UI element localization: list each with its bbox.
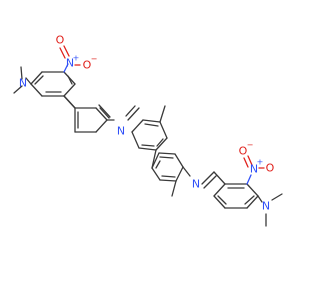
minus-charge: − xyxy=(247,141,254,150)
plus-charge: + xyxy=(73,54,80,63)
nitro-upper-left: N + O − O xyxy=(56,34,98,73)
imine-bond-lower: N xyxy=(182,166,217,191)
imine-bond-upper: N xyxy=(99,105,140,138)
n-atom-label: N xyxy=(19,77,27,90)
n-atom-label: N xyxy=(250,163,258,176)
biaryl-bond xyxy=(151,149,157,169)
o-atom-label: O xyxy=(56,34,65,47)
ring-upper-left-second xyxy=(63,95,79,129)
o-atom-label: O xyxy=(266,162,275,175)
molecule-structure: N N + O − O N xyxy=(13,34,283,227)
biphenyl-ring-lower xyxy=(151,152,184,197)
nitro-lower-right: N + O O − xyxy=(239,141,275,185)
ring-upper-left xyxy=(30,71,76,97)
imine-n-label: N xyxy=(117,125,125,138)
biphenyl-ring-upper xyxy=(131,105,168,151)
o-atom-label: O xyxy=(239,145,248,158)
minus-charge: − xyxy=(91,55,98,64)
dimethylamino-lower-right: N xyxy=(257,193,283,227)
o-atom-label: O xyxy=(83,59,92,72)
n-atom-label: N xyxy=(262,200,270,213)
ring-lower-right xyxy=(213,171,259,209)
imine-n-label: N xyxy=(192,178,200,191)
n-atom-label: N xyxy=(66,57,74,70)
imine-linker-upper xyxy=(63,95,111,133)
dimethylamino-upper-left: N xyxy=(13,66,32,94)
plus-charge: + xyxy=(257,158,264,167)
